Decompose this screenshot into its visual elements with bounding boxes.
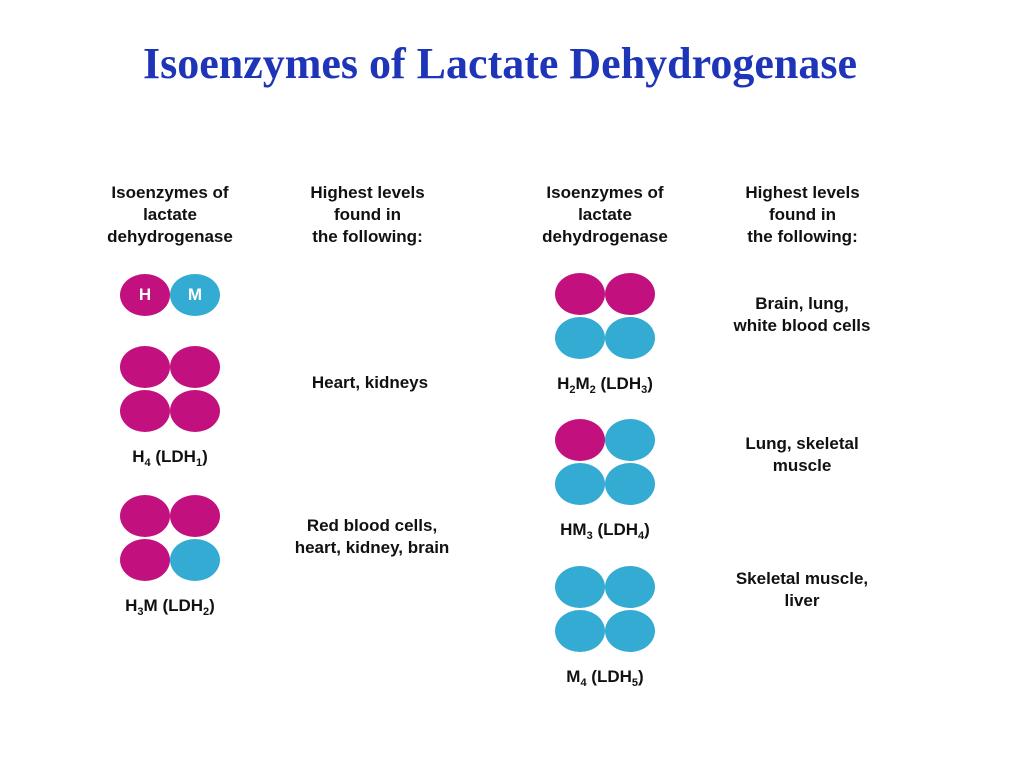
slide-title: Isoenzymes of Lactate Dehydrogenase [142,39,858,88]
m-subunit [605,566,655,608]
m-subunit [605,610,655,652]
h-subunit [555,419,605,461]
tissue-line: Lung, skeletal [745,434,859,453]
h-subunit [120,274,170,316]
tissue-description: Brain, lung, white blood cells [712,293,892,337]
h-subunit [605,273,655,315]
h-subunit [170,346,220,388]
header-line: Isoenzymes of [546,183,664,202]
header-isoenzymes-left: Isoenzymes of lactate dehydrogenase [95,182,245,248]
isoenzyme-label: H4 (LDH1) [132,447,208,469]
tissue-description: Red blood cells, heart, kidney, brain [272,515,472,559]
m-subunit [555,566,605,608]
tissue-line: muscle [772,456,832,475]
tissue-description: Lung, skeletal muscle [712,433,892,477]
header-line: dehydrogenase [542,227,668,246]
h-subunit [120,390,170,432]
h-subunit [170,390,220,432]
header-line: lactate [143,205,197,224]
tissue-line: Brain, lung, [755,294,849,313]
h-subunit [120,539,170,581]
isoenzyme-label: M4 (LDH5) [566,667,644,689]
header-line: lactate [578,205,632,224]
tissue-description: Skeletal muscle, liver [712,568,892,612]
h-subunit [120,346,170,388]
header-line: Highest levels [745,183,860,202]
header-levels-right: Highest levels found in the following: [725,182,880,248]
h-subunit [120,495,170,537]
h-subunit [170,495,220,537]
isoenzyme-label: H2M2 (LDH3) [557,374,653,396]
isoenzyme-label: HM3 (LDH4) [560,520,650,542]
header-line: dehydrogenase [107,227,233,246]
m-subunit [605,463,655,505]
m-subunit [555,463,605,505]
h-subunit [555,273,605,315]
tissue-line: white blood cells [733,316,871,335]
tissue-line: Heart, kidneys [311,373,429,392]
h-label: H [138,285,152,304]
header-levels-left: Highest levels found in the following: [290,182,445,248]
header-line: the following: [312,227,423,246]
m-subunit [605,419,655,461]
tissue-line: Skeletal muscle, [735,569,869,588]
header-line: found in [768,205,837,224]
m-subunit [555,317,605,359]
m-subunit [170,539,220,581]
isoenzyme-label: H3M (LDH2) [125,596,215,618]
header-line: found in [333,205,402,224]
m-subunit [555,610,605,652]
m-subunit [605,317,655,359]
tissue-line: Red blood cells, [306,516,438,535]
m-subunit [170,274,220,316]
header-isoenzymes-right: Isoenzymes of lactate dehydrogenase [530,182,680,248]
header-line: the following: [747,227,858,246]
tissue-line: heart, kidney, brain [294,538,450,557]
tissue-line: liver [784,591,820,610]
m-label: M [187,285,203,304]
header-line: Isoenzymes of [111,183,229,202]
tissue-description: Heart, kidneys [280,372,460,394]
header-line: Highest levels [310,183,425,202]
